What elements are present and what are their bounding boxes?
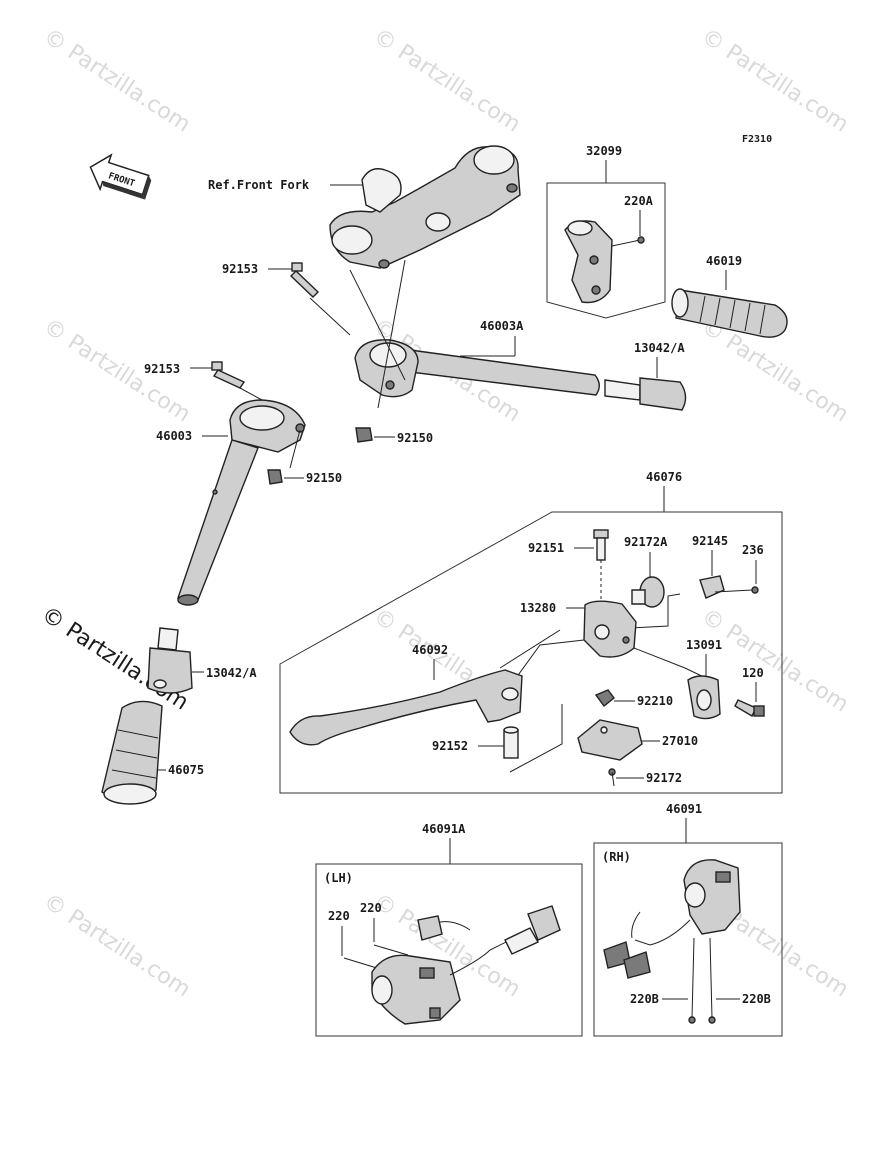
- throttle-housing: [564, 220, 645, 304]
- label-32099: 32099: [586, 144, 622, 158]
- label-46092: 46092: [412, 643, 448, 657]
- label-92153-left: 92153: [144, 362, 180, 376]
- box-46091A: [315, 863, 583, 1037]
- box-46076: [279, 511, 783, 794]
- clutch-lever-46092: [289, 669, 523, 746]
- label-92153-top: 92153: [222, 262, 258, 276]
- watermark: © Partzilla.com: [697, 604, 853, 717]
- bolt-92150-right: [355, 427, 373, 443]
- watermarks: © Partzilla.com © Partzilla.com © Partzi…: [37, 24, 853, 1002]
- label-13280: 13280: [520, 601, 556, 615]
- label-46003A: 46003A: [480, 319, 524, 333]
- collar-92152: [503, 726, 519, 759]
- label-46019: 46019: [706, 254, 742, 268]
- label-120: 120: [742, 666, 764, 680]
- label-220-a: 220: [328, 909, 350, 923]
- label-236: 236: [742, 543, 764, 557]
- label-220B-left: 220B: [630, 992, 659, 1006]
- spring-92145: [699, 575, 725, 599]
- left-grip: [101, 700, 163, 805]
- lever-holder-13280: [583, 600, 637, 658]
- label-46091A: 46091A: [422, 822, 466, 836]
- front-arrow-icon: FRONT: [89, 153, 152, 200]
- label-220-b: 220: [360, 901, 382, 915]
- bolt-92153-left: [211, 361, 246, 389]
- label-rh: (RH): [602, 850, 631, 864]
- triple-clamp: [329, 145, 521, 269]
- diagram-code: F2310: [742, 134, 772, 145]
- bolt-120: [734, 699, 765, 717]
- label-46091: 46091: [666, 802, 702, 816]
- screw-236: [714, 586, 759, 594]
- switch-27010: [577, 719, 643, 761]
- label-27010: 27010: [662, 734, 698, 748]
- label-92150-right: 92150: [397, 431, 433, 445]
- right-clip-on-bar: [354, 339, 600, 398]
- label-46075: 46075: [168, 763, 204, 777]
- label-92210: 92210: [637, 694, 673, 708]
- right-grip: [671, 288, 788, 338]
- label-13042A-right: 13042/A: [634, 341, 685, 355]
- label-13042A-left: 13042/A: [206, 666, 257, 680]
- watermark: © Partzilla.com: [369, 24, 525, 137]
- label-92152: 92152: [432, 739, 468, 753]
- box-32099: [546, 182, 666, 319]
- label-92172A: 92172A: [624, 535, 668, 549]
- watermark: © Partzilla.com: [39, 889, 195, 1002]
- label-220A: 220A: [624, 194, 654, 208]
- label-92172: 92172: [646, 771, 682, 785]
- label-13091: 13091: [686, 638, 722, 652]
- label-92145: 92145: [692, 534, 728, 548]
- clamp-13091: [687, 675, 721, 720]
- rh-switch-housing: [603, 859, 741, 1024]
- label-92151: 92151: [528, 541, 564, 555]
- label-220B-right: 220B: [742, 992, 771, 1006]
- ref-front-fork-label: Ref.Front Fork: [208, 178, 310, 192]
- bar-end-right: [604, 377, 687, 411]
- pivot-bolt-92151: [593, 529, 609, 561]
- nut-92210: [594, 689, 615, 708]
- bolt-92150-left: [267, 469, 283, 485]
- label-lh: (LH): [324, 871, 353, 885]
- label-46003: 46003: [156, 429, 192, 443]
- watermark: © Partzilla.com: [39, 24, 195, 137]
- bar-end-left: [147, 627, 193, 694]
- bolt-92153-top: [289, 262, 320, 298]
- adjuster-92172A: [631, 576, 665, 608]
- box-46091: [593, 842, 783, 1037]
- label-92150-left: 92150: [306, 471, 342, 485]
- lh-switch-housing: [343, 905, 561, 1025]
- watermark: © Partzilla.com: [697, 24, 853, 137]
- left-clip-on-bar: [177, 399, 306, 606]
- label-46076: 46076: [646, 470, 682, 484]
- screw-92172: [608, 768, 616, 787]
